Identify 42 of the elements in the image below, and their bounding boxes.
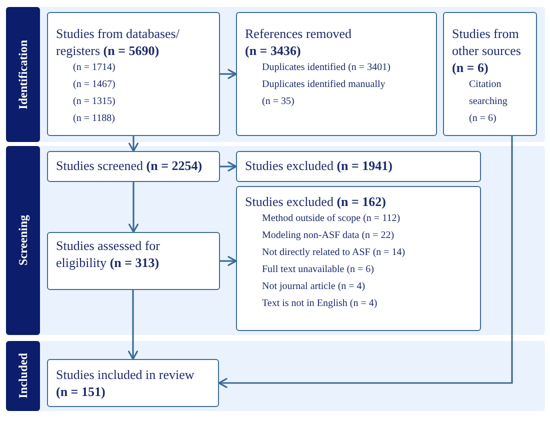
process-box: [236, 12, 437, 136]
count-detail: Text is not in English (n = 4): [262, 297, 378, 311]
arrow: [128, 290, 138, 360]
phase-band: [6, 146, 545, 335]
count-detail: (n = 1714): [73, 61, 116, 75]
step-title: Studies assessed for eligibility (n = 313): [56, 237, 161, 271]
count-detail: Duplicates identified (n = 3401): [262, 61, 390, 75]
arrow: [128, 136, 138, 152]
phase-label: Screening: [16, 215, 30, 266]
count-detail: Not journal article (n = 4): [262, 280, 366, 294]
phase-label: Identification: [16, 40, 30, 110]
arrow: [220, 69, 237, 79]
step-title: References removed (n = 3436): [245, 25, 352, 59]
count-detail: (n = 1315): [73, 95, 116, 109]
count-detail: Duplicates identified manually (n = 35): [262, 78, 386, 109]
step-title: Studies excluded (n = 162): [245, 193, 386, 210]
process-box: [47, 151, 220, 182]
process-box: [47, 232, 220, 290]
arrow: [218, 136, 513, 388]
process-box: [47, 359, 219, 407]
count-detail: Modeling non-ASF data (n = 22): [262, 229, 394, 243]
count-detail: Method outside of scope (n = 112): [262, 212, 400, 226]
phase-band: [6, 341, 545, 411]
count-detail: (n = 1188): [73, 112, 115, 126]
step-title: Studies screened (n = 2254): [56, 157, 202, 174]
step-title: Studies included in review (n = 151): [56, 366, 196, 400]
process-box: [236, 186, 481, 331]
process-box: [443, 12, 537, 136]
count-detail: (n = 1467): [73, 78, 116, 92]
count-detail: Not directly related to ASF (n = 14): [262, 246, 406, 260]
process-box: [236, 151, 481, 182]
step-title: Studies from other sources (n = 6): [452, 25, 522, 76]
arrow: [220, 256, 237, 266]
step-title: Studies excluded (n = 1941): [245, 157, 393, 174]
phase-band: [6, 7, 545, 142]
process-box: [47, 12, 220, 136]
arrow: [128, 182, 138, 233]
count-detail: Citation searching (n = 6): [469, 78, 508, 126]
step-title: Studies from databases/ registers (n = 5690): [56, 25, 180, 59]
phase-label: Included: [16, 353, 30, 399]
count-detail: Full text unavailable (n = 6): [262, 263, 374, 277]
arrow: [220, 162, 237, 172]
